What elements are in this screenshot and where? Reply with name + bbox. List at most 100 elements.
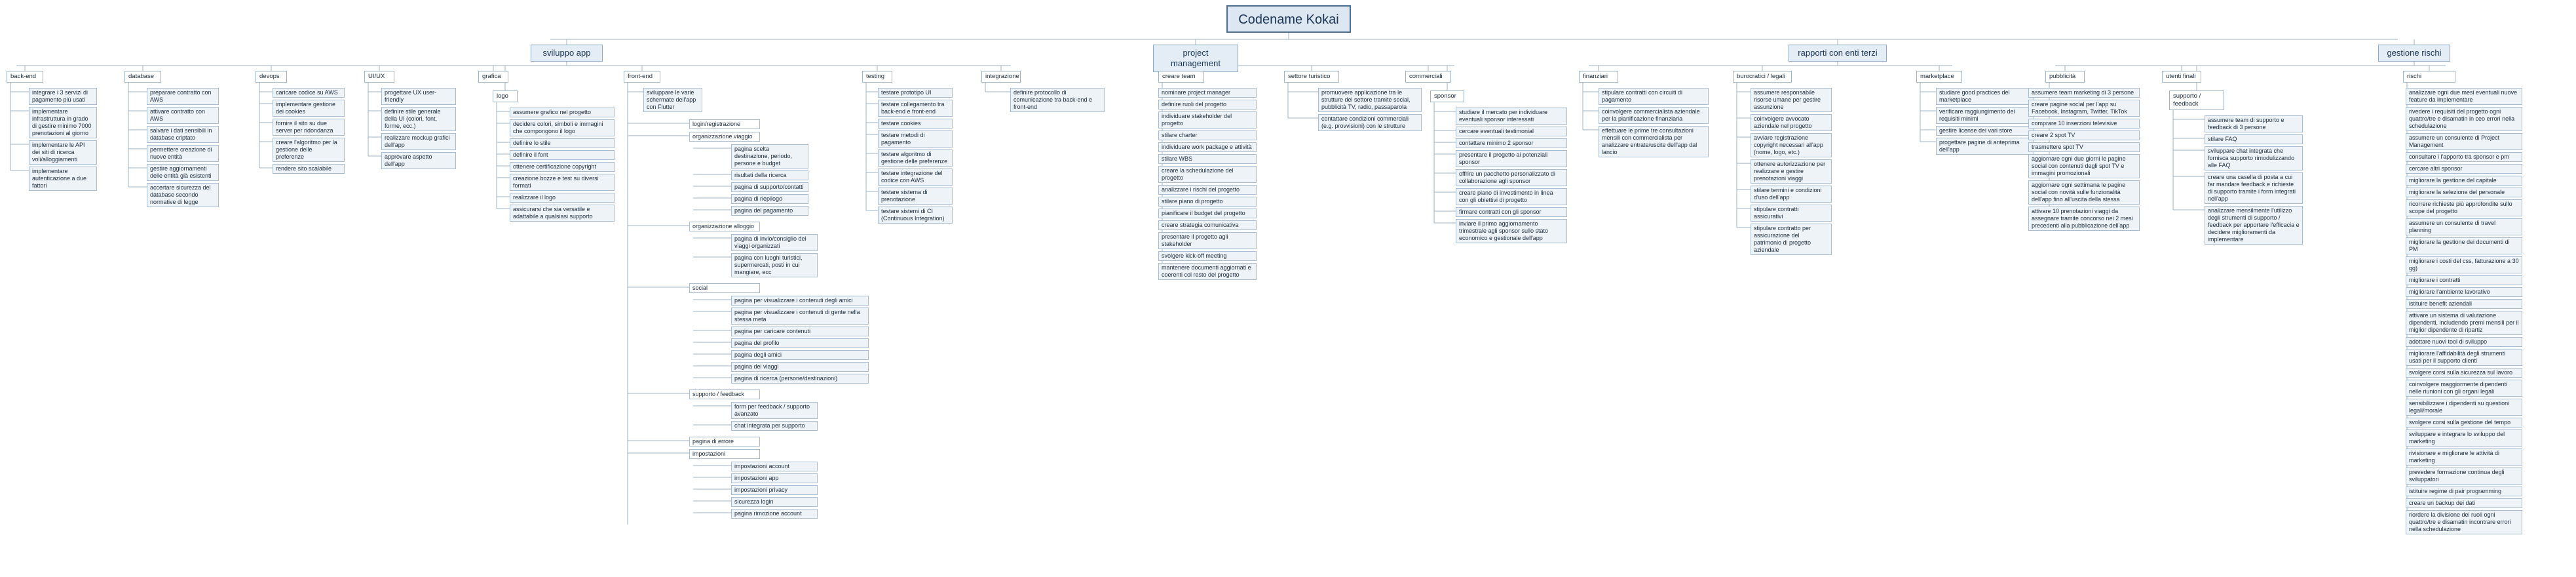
- group-topic[interactable]: organizzazione viaggio: [689, 132, 760, 142]
- leaf-topic[interactable]: integrare i 3 servizi di pagamento più u…: [29, 88, 97, 105]
- leaf-topic[interactable]: creare 2 spot TV: [2028, 130, 2140, 140]
- leaf-topic[interactable]: fornire il sito su due server per ridond…: [273, 119, 345, 136]
- leaf-topic[interactable]: cercare altri sponsor: [2406, 164, 2522, 174]
- leaf-topic[interactable]: svolgere kick-off meeting: [1158, 251, 1257, 261]
- leaf-topic[interactable]: creare strategia comunicativa: [1158, 220, 1257, 230]
- subtopic[interactable]: devops: [256, 71, 287, 83]
- group-topic[interactable]: organizzazione alloggio: [689, 222, 760, 231]
- leaf-topic[interactable]: impostazioni privacy: [731, 485, 818, 495]
- leaf-topic[interactable]: trasmettere spot TV: [2028, 142, 2140, 152]
- leaf-topic[interactable]: prevedere formazione continua degli svil…: [2406, 468, 2522, 485]
- subtopic[interactable]: rischi: [2403, 71, 2455, 83]
- leaf-topic[interactable]: pagina per visualizzare i contenuti di g…: [731, 308, 869, 325]
- leaf-topic[interactable]: avviare registrazione copyright necessar…: [1751, 133, 1832, 157]
- leaf-topic[interactable]: studiare good practices del marketplace: [1936, 88, 2034, 105]
- leaf-topic[interactable]: creare un backup dei dati: [2406, 498, 2522, 508]
- leaf-topic[interactable]: salvare i dati sensibili in database cri…: [147, 126, 219, 143]
- leaf-topic[interactable]: presentare il progetto ai potenziali spo…: [1456, 150, 1567, 167]
- leaf-topic[interactable]: verificare raggiungimento dei requisiti …: [1936, 107, 2034, 124]
- leaf-topic[interactable]: stipulare contratti assicurativi: [1751, 205, 1832, 222]
- leaf-topic[interactable]: impostazioni app: [731, 473, 818, 483]
- leaf-topic[interactable]: nominare project manager: [1158, 88, 1257, 98]
- leaf-topic[interactable]: preparare contratto con AWS: [147, 88, 219, 105]
- leaf-topic[interactable]: individuare work package e attività: [1158, 142, 1257, 152]
- leaf-topic[interactable]: testare prototipo UI: [878, 88, 953, 98]
- leaf-topic[interactable]: svolgere corsi sulla sicurezza sul lavor…: [2406, 368, 2522, 378]
- leaf-topic[interactable]: creare una casella di posta a cui far ma…: [2205, 172, 2303, 204]
- leaf-topic[interactable]: riordere la divisione dei ruoli ogni qua…: [2406, 510, 2522, 534]
- leaf-topic[interactable]: form per feedback / supporto avanzato: [731, 402, 818, 419]
- leaf-topic[interactable]: ottenere certificazione copyright: [510, 162, 615, 172]
- leaf-topic[interactable]: accertare sicurezza del database secondo…: [147, 183, 219, 207]
- leaf-topic[interactable]: testare sistema di prenotazione: [878, 188, 953, 205]
- leaf-topic[interactable]: stilare WBS: [1158, 154, 1257, 164]
- leaf-topic[interactable]: coinvolgere maggiormente dipendenti nell…: [2406, 380, 2522, 397]
- leaf-topic[interactable]: approvare aspetto dell'app: [381, 152, 456, 169]
- leaf-topic[interactable]: assicurarsi che sia versatile e adattabi…: [510, 205, 615, 222]
- leaf-topic[interactable]: comprare 10 inserzioni televisive: [2028, 119, 2140, 129]
- leaf-topic[interactable]: adottare nuovi tool di sviluppo: [2406, 337, 2522, 347]
- leaf-topic[interactable]: stilare piano di progetto: [1158, 197, 1257, 207]
- leaf-topic[interactable]: testare metodi di pagamento: [878, 130, 953, 148]
- leaf-topic[interactable]: aggiornare ogni due giorni le pagine soc…: [2028, 154, 2140, 178]
- leaf-topic[interactable]: implementare gestione dei cookies: [273, 100, 345, 117]
- leaf-topic[interactable]: sviluppare chat integrata che fornisca s…: [2205, 146, 2303, 170]
- leaf-topic[interactable]: effettuare le prime tre consultazioni me…: [1599, 126, 1709, 157]
- leaf-topic[interactable]: testare sistemi di CI (Continuous Integr…: [878, 207, 953, 224]
- leaf-topic[interactable]: rendere sito scalabile: [273, 164, 345, 174]
- leaf-topic[interactable]: pagina scelta destinazione, periodo, per…: [731, 144, 808, 169]
- leaf-topic[interactable]: sviluppare le varie schermate dell'app c…: [643, 88, 702, 112]
- leaf-topic[interactable]: realizzare mockup grafici dell'app: [381, 133, 456, 150]
- leaf-topic[interactable]: testare collegamento tra back-end e fron…: [878, 100, 953, 117]
- leaf-topic[interactable]: gestire license dei vari store: [1936, 126, 2034, 136]
- leaf-topic[interactable]: sicurezza login: [731, 497, 818, 507]
- leaf-topic[interactable]: pagina di supporto/contatti: [731, 182, 808, 192]
- leaf-topic[interactable]: assumere responsabile risorse umane per …: [1751, 88, 1832, 112]
- leaf-topic[interactable]: assumere team di supporto e feedback di …: [2205, 115, 2303, 132]
- leaf-topic[interactable]: progettare UX user-friendly: [381, 88, 456, 105]
- leaf-topic[interactable]: implementare le API dei siti di ricerca …: [29, 140, 97, 165]
- leaf-topic[interactable]: pagina di ricerca (persone/destinazioni): [731, 374, 869, 384]
- branch-topic[interactable]: rapporti con enti terzi: [1789, 45, 1887, 62]
- subtopic[interactable]: utenti finali: [2162, 71, 2201, 83]
- subtopic[interactable]: testing: [862, 71, 892, 83]
- leaf-topic[interactable]: migliorare la selezione del personale: [2406, 188, 2522, 197]
- leaf-topic[interactable]: pagina con luoghi turistici, supermercat…: [731, 253, 818, 277]
- leaf-topic[interactable]: progettare pagine di anteprima dell'app: [1936, 138, 2034, 155]
- leaf-topic[interactable]: stipulare contratti con circuiti di paga…: [1599, 88, 1709, 105]
- leaf-topic[interactable]: migliorare la gestione del capitale: [2406, 176, 2522, 186]
- leaf-topic[interactable]: testare integrazione del codice con AWS: [878, 169, 953, 186]
- leaf-topic[interactable]: decidere colori, simboli e immagini che …: [510, 119, 615, 136]
- subtopic[interactable]: pubblicità: [2045, 71, 2085, 83]
- subtopic[interactable]: settore turistico: [1284, 71, 1339, 83]
- leaf-topic[interactable]: istituire regime di pair programming: [2406, 487, 2522, 496]
- leaf-topic[interactable]: cercare eventuali testimonial: [1456, 127, 1567, 136]
- leaf-topic[interactable]: attivare 10 prenotazioni viaggi da asseg…: [2028, 207, 2140, 231]
- subtopic[interactable]: database: [124, 71, 161, 83]
- leaf-topic[interactable]: stilare charter: [1158, 130, 1257, 140]
- leaf-topic[interactable]: definire protocollo di comunicazione tra…: [1010, 88, 1105, 112]
- leaf-topic[interactable]: analizzare mensilmente l'utilizzo degli …: [2205, 206, 2303, 245]
- subtopic[interactable]: logo: [493, 90, 518, 102]
- leaf-topic[interactable]: migliorare l'ambiente lavorativo: [2406, 287, 2522, 297]
- leaf-topic[interactable]: coinvolgere commercialista aziendale per…: [1599, 107, 1709, 124]
- leaf-topic[interactable]: creare la schedulazione del progetto: [1158, 166, 1257, 183]
- group-topic[interactable]: pagina di errore: [689, 437, 760, 447]
- subtopic[interactable]: sponsor: [1430, 90, 1464, 102]
- leaf-topic[interactable]: pagina per visualizzare i contenuti degl…: [731, 296, 869, 306]
- leaf-topic[interactable]: rivedere i requisiti del progetto ogni q…: [2406, 107, 2522, 131]
- leaf-topic[interactable]: creare pagine social per l'app su Facebo…: [2028, 100, 2140, 117]
- leaf-topic[interactable]: pagina di invio/consiglio dei viaggi org…: [731, 234, 818, 251]
- leaf-topic[interactable]: consultare i l'apporto tra sponsor e pm: [2406, 152, 2522, 162]
- leaf-topic[interactable]: contattare condizioni commerciali (e.g. …: [1318, 114, 1422, 131]
- leaf-topic[interactable]: pianificare il budget del progetto: [1158, 209, 1257, 218]
- leaf-topic[interactable]: pagina del profilo: [731, 338, 869, 348]
- group-topic[interactable]: supporto / feedback: [689, 389, 760, 399]
- leaf-topic[interactable]: assumere team marketing di 3 persone: [2028, 88, 2140, 98]
- leaf-topic[interactable]: analizzare i rischi del progetto: [1158, 185, 1257, 195]
- leaf-topic[interactable]: pagina dei viaggi: [731, 362, 869, 372]
- subtopic[interactable]: front-end: [624, 71, 660, 83]
- leaf-topic[interactable]: firmare contratti con gli sponsor: [1456, 207, 1567, 217]
- group-topic[interactable]: impostazioni: [689, 449, 760, 459]
- leaf-topic[interactable]: attivare contratto con AWS: [147, 107, 219, 124]
